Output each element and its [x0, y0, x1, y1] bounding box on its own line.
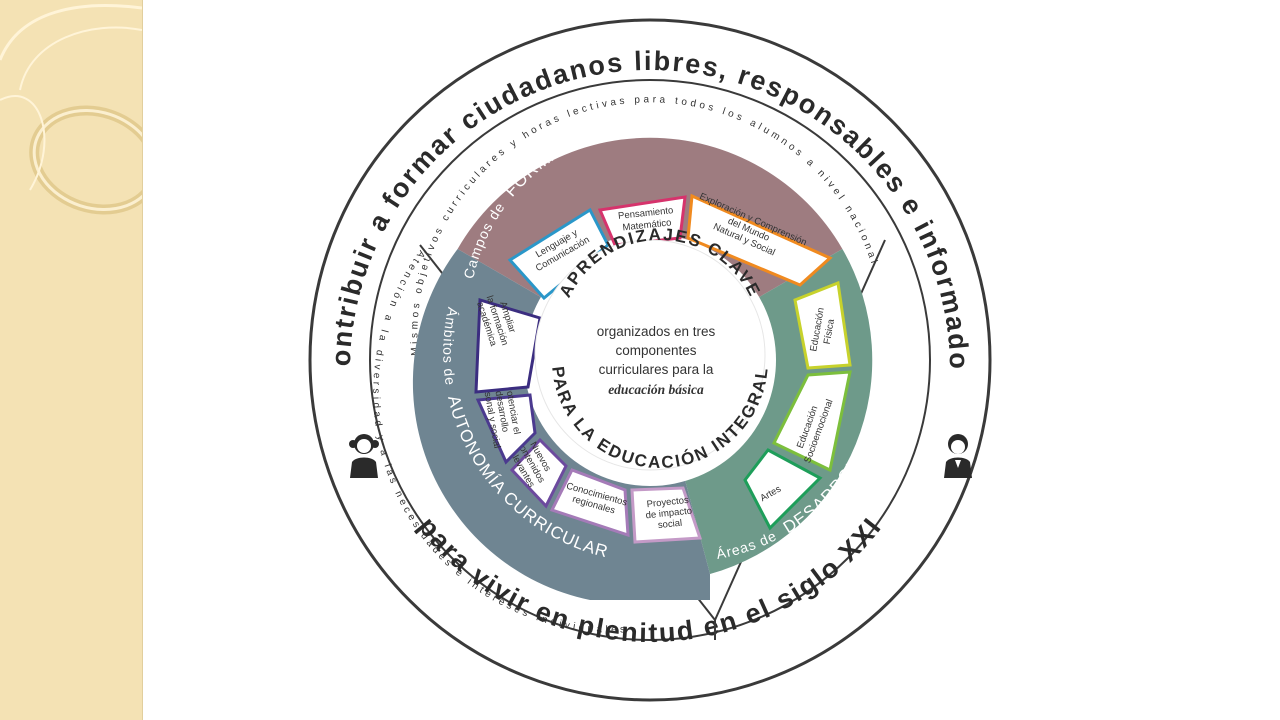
student-boy-icon [944, 434, 972, 478]
cell-conocimientos-regionales: Conocimientosregionales [549, 468, 630, 538]
cell-educacion-socioemocional: EducaciónSocioemocional [771, 370, 852, 473]
center-circle [534, 239, 766, 471]
cell-educacion-fisica: EducaciónFísica [793, 280, 852, 370]
curriculum-diagram: Contribuir a formar ciudadanos libres, r… [290, 0, 992, 702]
center-line-4: educación básica [608, 382, 704, 397]
center-line-2: componentes [615, 343, 696, 358]
cell-ampliar-formacion: Ampliarla formaciónacadémica [474, 294, 542, 394]
cell-artes: Artes [743, 448, 823, 531]
center-line-3: curriculares para la [599, 362, 714, 377]
svg-text:PensamientoMatemático: PensamientoMatemático [618, 205, 676, 234]
center-line-1: organizados en tres [597, 324, 716, 339]
cell-proyectos-impacto: Proyectosde impactosocial [630, 486, 703, 544]
cell-pensamiento: PensamientoMatemático [597, 195, 687, 247]
svg-text:Proyectosde impactosocial: Proyectosde impactosocial [644, 495, 694, 533]
student-girl-icon [349, 434, 379, 478]
decorative-sidebar [0, 0, 143, 720]
